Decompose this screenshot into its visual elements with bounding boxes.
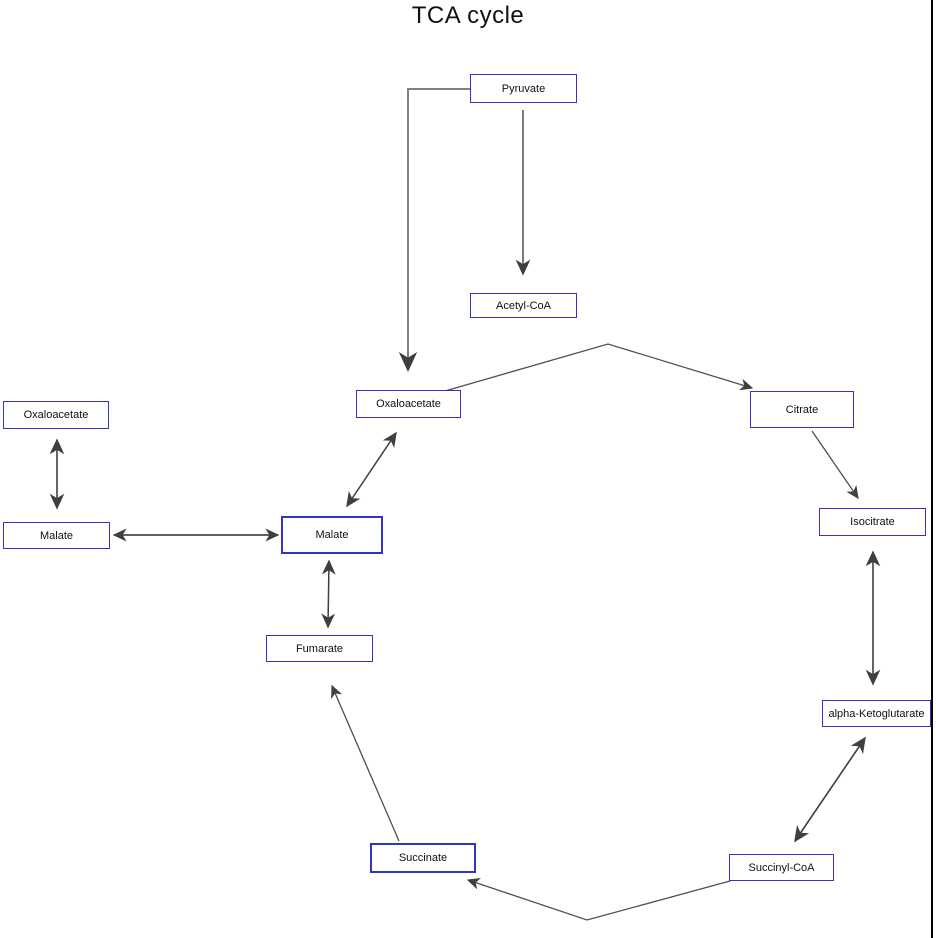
node-succinyl-coa[interactable]: Succinyl-CoA	[729, 854, 834, 881]
node-malate-left[interactable]: Malate	[3, 522, 110, 549]
node-isocitrate[interactable]: Isocitrate	[819, 508, 926, 536]
node-oxaloacetate-left[interactable]: Oxaloacetate	[3, 401, 109, 429]
edge-oxaloacetate-citrate	[444, 343, 754, 392]
node-fumarate[interactable]: Fumarate	[266, 635, 373, 662]
node-malate[interactable]: Malate	[281, 516, 383, 554]
edge-alphakg-succinylcoa	[794, 736, 866, 843]
node-citrate[interactable]: Citrate	[750, 391, 854, 428]
node-oxaloacetate[interactable]: Oxaloacetate	[356, 390, 461, 418]
node-succinate[interactable]: Succinate	[370, 843, 476, 873]
edge-malate-oxaloacetate	[346, 431, 397, 508]
diagram-title: TCA cycle	[411, 2, 525, 29]
edge-citrate-isocitrate	[811, 430, 859, 500]
node-pyruvate[interactable]: Pyruvate	[470, 74, 577, 103]
edge-pyruvate-oxaloacetate	[398, 88, 470, 372]
edge-succinate-fumarate	[331, 684, 400, 842]
node-acetyl-coa[interactable]: Acetyl-CoA	[470, 293, 577, 318]
edge-fumarate-malate	[321, 559, 336, 629]
edge-succinylcoa-succinate	[466, 878, 731, 921]
node-alpha-ketoglutarate[interactable]: alpha-Ketoglutarate	[822, 700, 931, 727]
